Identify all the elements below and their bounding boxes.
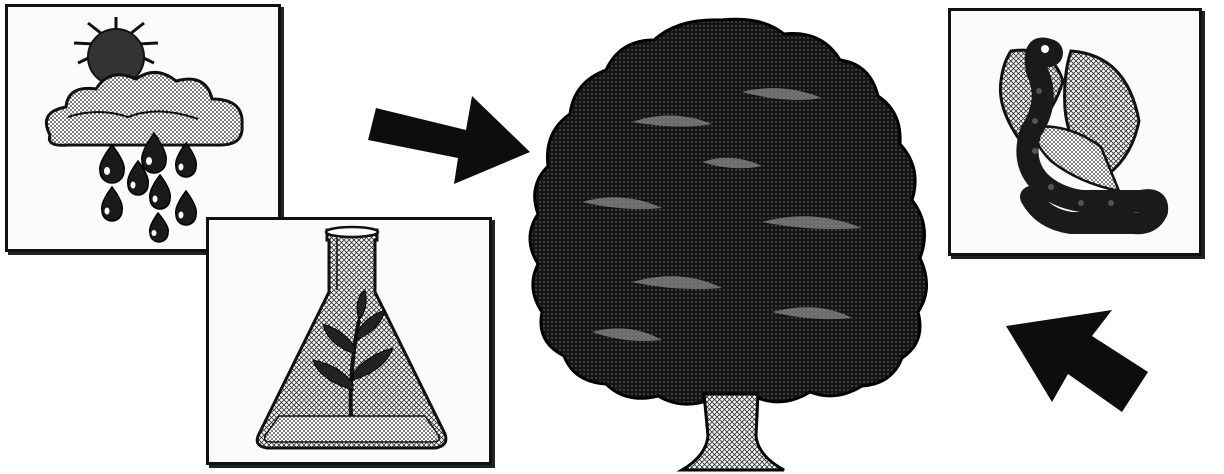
flask-plant-icon [209,220,489,462]
sun-cloud-rain-icon [8,7,278,249]
weather-panel [5,4,281,252]
pest-panel [948,8,1202,256]
arrow-right-down-icon [368,78,538,188]
caterpillar-leaf-icon [951,11,1199,253]
lab-flask-panel [206,217,492,465]
tree-icon [522,12,942,474]
arrow-left-up-icon [1000,306,1150,416]
